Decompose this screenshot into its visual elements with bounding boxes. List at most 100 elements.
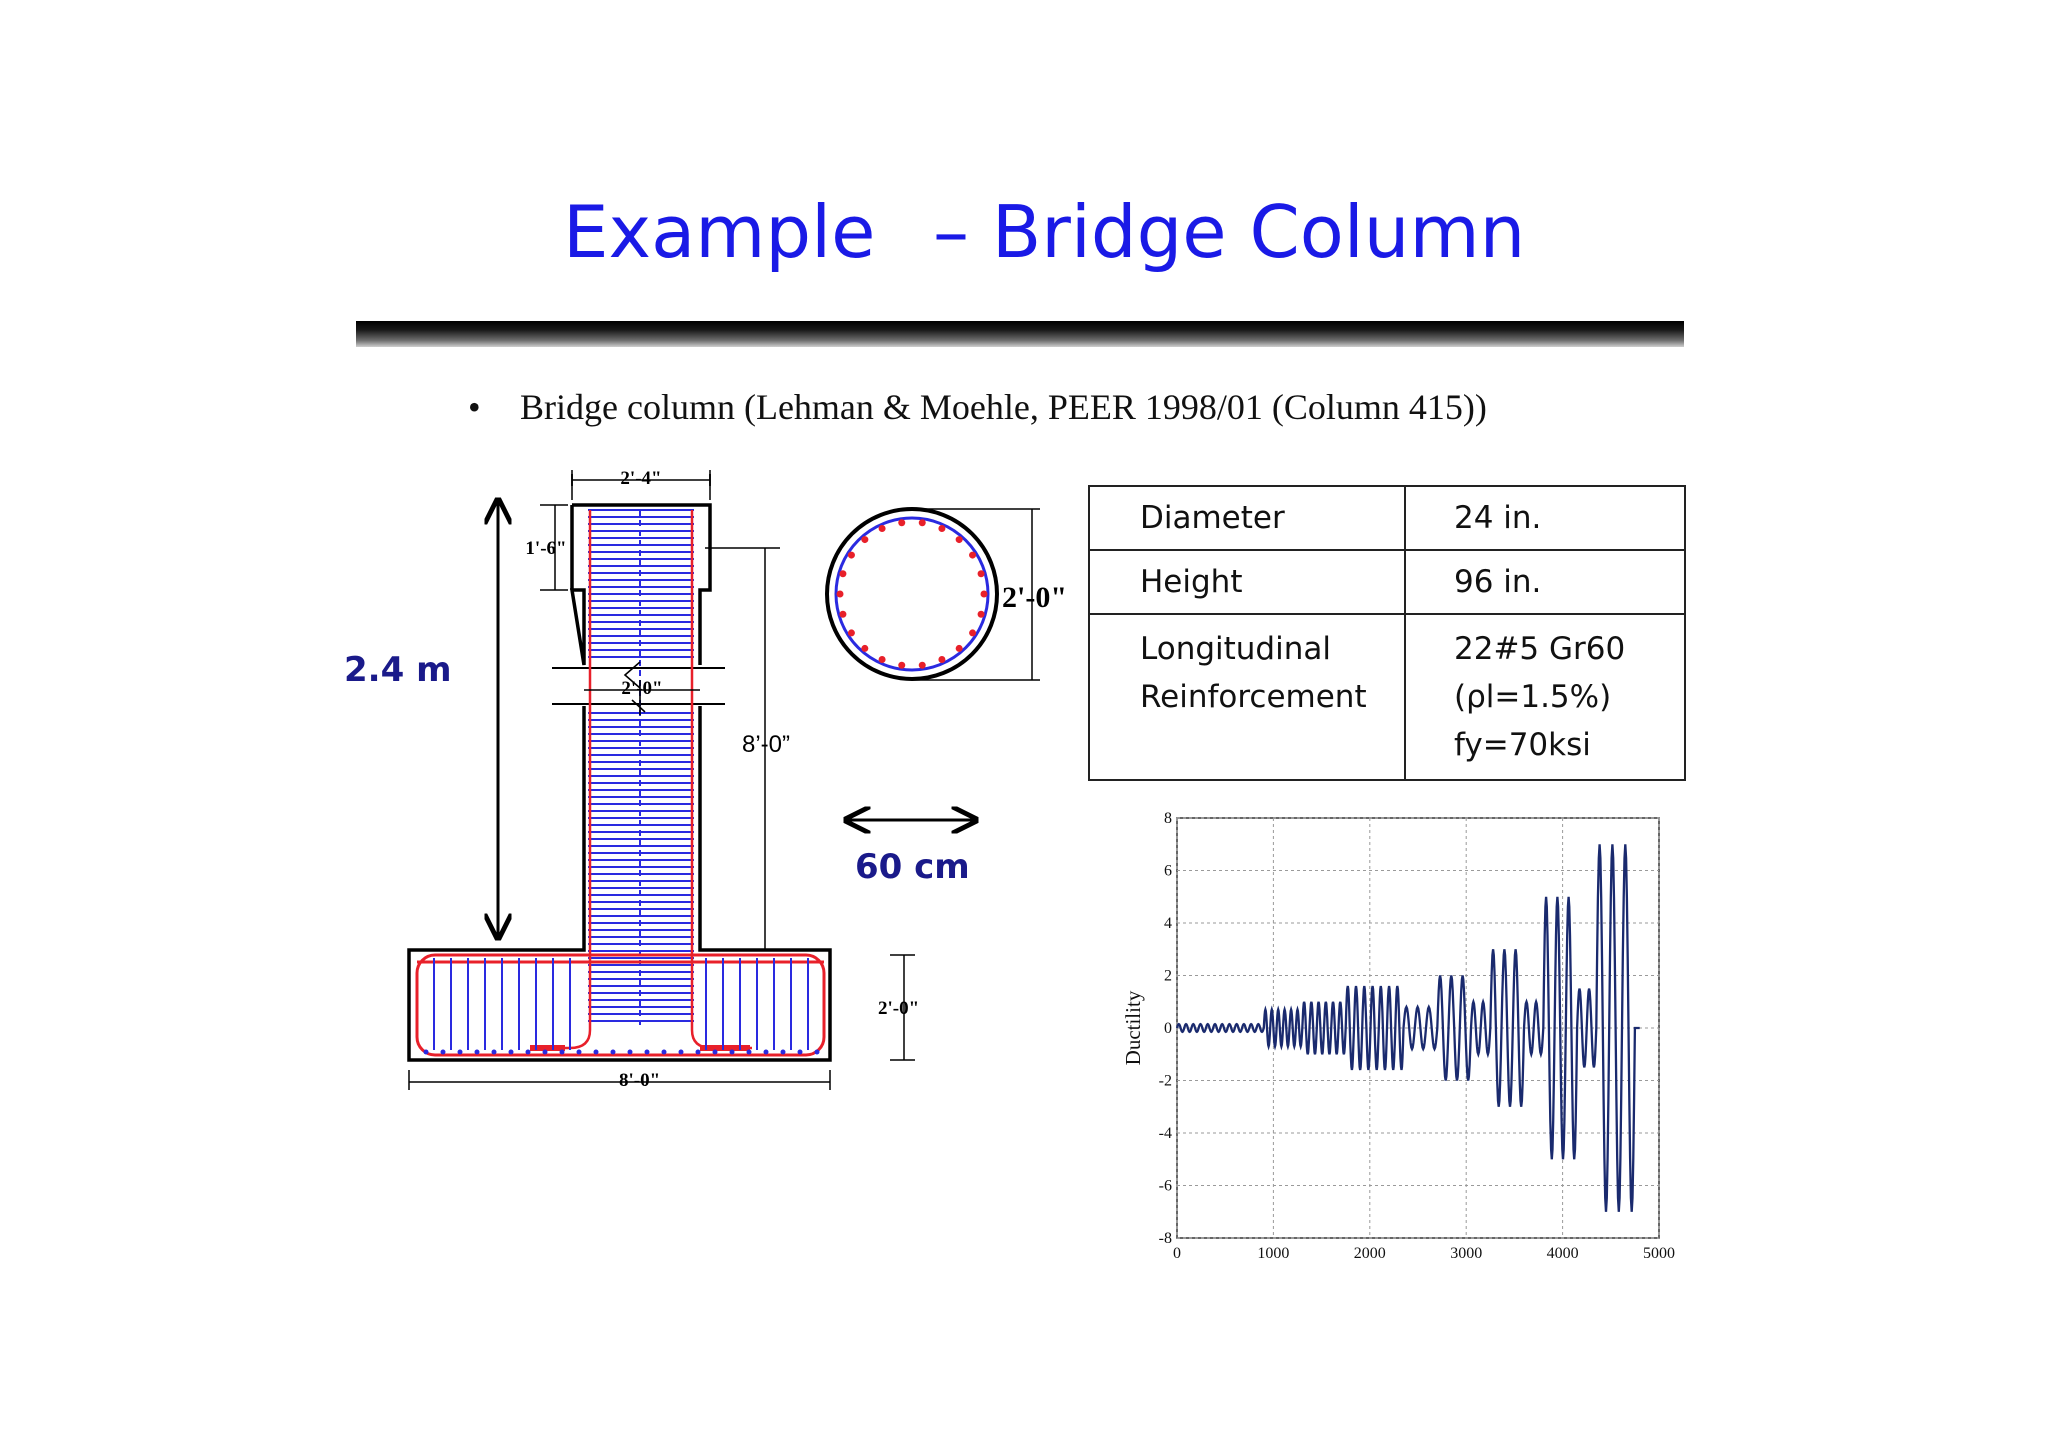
column-break-lines [552, 667, 725, 705]
section-bar-dot [847, 551, 855, 559]
bar-dot [474, 1049, 480, 1055]
y-axis-label: Ductility [1121, 990, 1145, 1065]
title-right: – Bridge Column [933, 190, 1526, 274]
section-bar-dot [938, 525, 946, 533]
section-bar-dot [977, 610, 985, 618]
footing-bar-dots [423, 1049, 820, 1055]
section-bar-dot [980, 590, 988, 598]
width-callout: 60 cm [855, 847, 970, 887]
bar-dot [423, 1049, 429, 1055]
dim-top-width: 2'-4" [620, 468, 661, 489]
bar-dot [695, 1049, 701, 1055]
section-bar-dot [955, 536, 963, 544]
section-bar-dot [839, 610, 847, 618]
row-value-line: (ρl=1.5%) [1454, 679, 1612, 715]
bar-dot [440, 1049, 446, 1055]
bar-dot [746, 1049, 752, 1055]
x-tick-label: 1000 [1257, 1245, 1289, 1262]
bar-dot [627, 1049, 633, 1055]
section-bar-dot [861, 644, 869, 652]
bar-dot [508, 1049, 514, 1055]
dim-footing-width: 8'-0" [619, 1070, 660, 1091]
footing-stirrups [433, 958, 809, 1050]
section-dimension [912, 508, 1040, 681]
section-bar-dot [938, 655, 946, 663]
bar-dot [457, 1049, 463, 1055]
column-cross-section [825, 507, 999, 681]
section-bar-dot [969, 629, 977, 637]
y-tick-label: 0 [1164, 1020, 1172, 1037]
bar-dot [576, 1049, 582, 1055]
bullet-marker: • [468, 387, 481, 427]
row-key-line: Reinforcement [1140, 679, 1367, 715]
dim-top-height: 1'-6" [525, 538, 566, 559]
row-key: Height [1088, 549, 1406, 615]
row-value: 96 in. [1404, 549, 1686, 615]
dim-section-diameter: 2'-0" [1002, 581, 1067, 614]
x-tick-label: 5000 [1643, 1245, 1675, 1262]
x-tick-label: 4000 [1547, 1245, 1579, 1262]
y-tick-label: 6 [1164, 863, 1172, 880]
bar-dot [797, 1049, 803, 1055]
bar-dot [729, 1049, 735, 1055]
section-bar-dots [836, 519, 988, 669]
row-key: Diameter [1088, 485, 1406, 551]
bar-dot [491, 1049, 497, 1055]
dimension-lines [408, 470, 915, 1090]
row-value: 22#5 Gr60 (ρl=1.5%) fy=70ksi [1404, 613, 1686, 781]
x-tick-labels: 0 1000 2000 3000 4000 5000 [1173, 1245, 1675, 1262]
y-tick-label: 2 [1164, 968, 1172, 985]
y-tick-label: -8 [1159, 1230, 1172, 1247]
bar-dot [763, 1049, 769, 1055]
title-divider-bar [356, 321, 1684, 347]
title-left: Example [563, 190, 876, 274]
x-tick-label: 0 [1173, 1245, 1181, 1262]
bar-dot [661, 1049, 667, 1055]
footing-cage [415, 953, 826, 1057]
x-tick-label: 2000 [1354, 1245, 1386, 1262]
row-value-line: fy=70ksi [1454, 727, 1591, 763]
bar-dot [712, 1049, 718, 1055]
x-tick-label: 3000 [1450, 1245, 1482, 1262]
y-tick-label: -2 [1159, 1073, 1172, 1090]
bar-dot [593, 1049, 599, 1055]
column-hoops [588, 509, 694, 1025]
section-bar-dot [898, 661, 906, 669]
table-row: Diameter 24 in. [1088, 485, 1686, 551]
section-bar-dot [847, 629, 855, 637]
section-bar-dot [878, 655, 886, 663]
column-properties-table: Diameter 24 in. Height 96 in. Longitudin… [1088, 485, 1686, 781]
bar-dot [780, 1049, 786, 1055]
y-tick-label: -6 [1159, 1178, 1172, 1195]
row-value-line: 22#5 Gr60 [1454, 631, 1626, 667]
section-bar-dot [918, 519, 926, 527]
bar-dot [542, 1049, 548, 1055]
row-key-line: Longitudinal [1140, 631, 1331, 667]
column-break-arrow [623, 661, 646, 715]
bar-dot [559, 1049, 565, 1055]
section-bar-dot [918, 661, 926, 669]
dim-col-height: 8’-0” [742, 731, 790, 758]
ductility-series-line [1175, 844, 1640, 1212]
section-bar-dot [878, 525, 886, 533]
section-bar-dot [839, 570, 847, 578]
table-row: Longitudinal Reinforcement 22#5 Gr60 (ρl… [1088, 613, 1686, 781]
section-bar-dot [969, 551, 977, 559]
bar-dot [644, 1049, 650, 1055]
bar-dot [678, 1049, 684, 1055]
y-tick-label: 8 [1164, 810, 1172, 827]
section-bar-dot [861, 536, 869, 544]
section-bar-dot [836, 590, 844, 598]
slide-title: Example – Bridge Column [0, 190, 2048, 290]
table-row: Height 96 in. [1088, 549, 1686, 615]
height-callout: 2.4 m [344, 650, 452, 690]
section-bar-dot [955, 644, 963, 652]
bar-dot [610, 1049, 616, 1055]
row-key: Longitudinal Reinforcement [1088, 613, 1406, 781]
dim-footing-height: 2'-0" [878, 998, 919, 1019]
bar-dot [525, 1049, 531, 1055]
row-value: 24 in. [1404, 485, 1686, 551]
